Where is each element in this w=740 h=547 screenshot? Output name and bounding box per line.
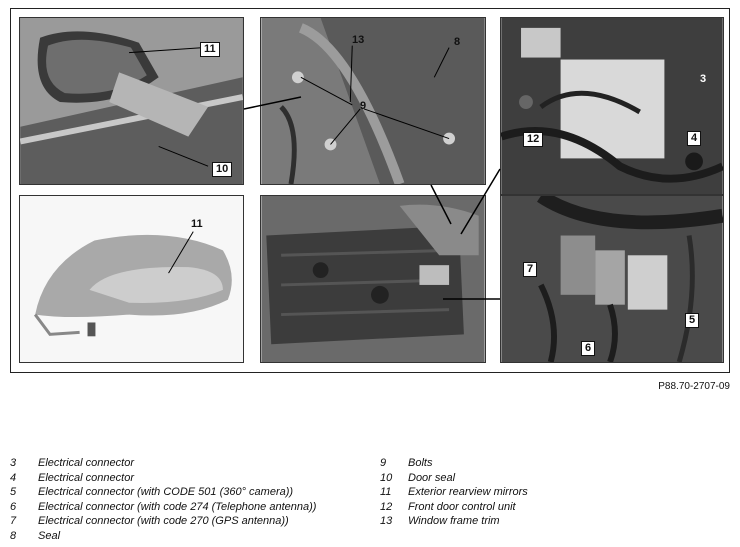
callout-11-top: 11 [200, 42, 220, 57]
legend-text: Electrical connector [38, 471, 134, 484]
legend-number: 10 [380, 471, 393, 484]
figure-frame: 11 10 13 8 9 [10, 8, 730, 373]
panel-door-inner [260, 195, 486, 363]
legend-item: 9 Bolts [380, 456, 528, 471]
legend-text: Electrical connector (with code 274 (Tel… [38, 500, 317, 513]
window-trim-photo [261, 18, 485, 184]
legend-right: 9 Bolts 10 Door seal 11 Exterior rearview m… [380, 456, 528, 529]
legend-text: Electrical connector [38, 457, 134, 469]
legend-number: 6 [10, 500, 17, 513]
legend-item: 13 Window frame trim [380, 514, 528, 529]
legend-text: Bolts [408, 457, 433, 469]
legend-item: 7 Electrical connector (with code 270 (GP… [10, 514, 316, 529]
legend-text: Electrical connector (with CODE 501 (360… [38, 486, 294, 498]
callout-5: 5 [685, 313, 700, 328]
legend-number: 4 [10, 471, 17, 484]
callout-13: 13 [352, 34, 365, 46]
panel-door-control-unit: 3 4 12 [500, 17, 724, 195]
legend-text: Window frame trim [408, 515, 500, 527]
door-inner-photo [261, 196, 485, 362]
door-control-unit-photo [501, 18, 723, 194]
panel-connectors: 7 6 5 [500, 195, 724, 363]
figure-reference-code: P88.70-2707-09 [658, 381, 730, 392]
callout-10: 10 [212, 162, 233, 177]
legend-number: 3 [10, 457, 17, 469]
panel-window-trim: 13 8 9 [260, 17, 486, 185]
legend-item: 4 Electrical connector [10, 471, 316, 486]
legend-number: 12 [380, 500, 393, 513]
callout-11-mid: 11 [191, 218, 203, 230]
legend-number: 11 [380, 486, 392, 498]
legend-number: 8 [10, 529, 17, 542]
connectors-photo [501, 196, 723, 362]
mirror-removed-photo [20, 196, 243, 362]
legend-item: 8 Seal [10, 529, 316, 544]
legend-text: Front door control unit [408, 500, 516, 513]
callout-4: 4 [687, 131, 702, 146]
callout-6: 6 [581, 341, 596, 356]
callout-3: 3 [700, 73, 707, 85]
panel-mirror-mounted: 11 10 [19, 17, 244, 185]
legend-item: 6 Electrical connector (with code 274 (Te… [10, 500, 316, 515]
callout-9: 9 [360, 100, 367, 112]
legend-number: 7 [10, 515, 17, 527]
legend-text: Exterior rearview mirrors [408, 486, 528, 498]
callout-8: 8 [454, 36, 461, 48]
legend-text: Door seal [408, 471, 456, 484]
legend-item: 12 Front door control unit [380, 500, 528, 515]
panel-mirror-removed: 11 [19, 195, 244, 363]
callout-7: 7 [523, 262, 538, 277]
legend-item: 10 Door seal [380, 471, 528, 486]
legend-item: 11 Exterior rearview mirrors [380, 485, 528, 500]
legend-item: 3 Electrical connector [10, 456, 316, 471]
callout-12: 12 [523, 132, 544, 147]
legend-text: Seal [38, 529, 61, 542]
legend-text: Electrical connector (with code 270 (GPS… [38, 515, 289, 527]
legend-number: 13 [380, 515, 393, 527]
legend-item: 5 Electrical connector (with CODE 501 (36… [10, 485, 316, 500]
legend-number: 9 [380, 457, 387, 469]
legend-number: 5 [10, 486, 17, 498]
